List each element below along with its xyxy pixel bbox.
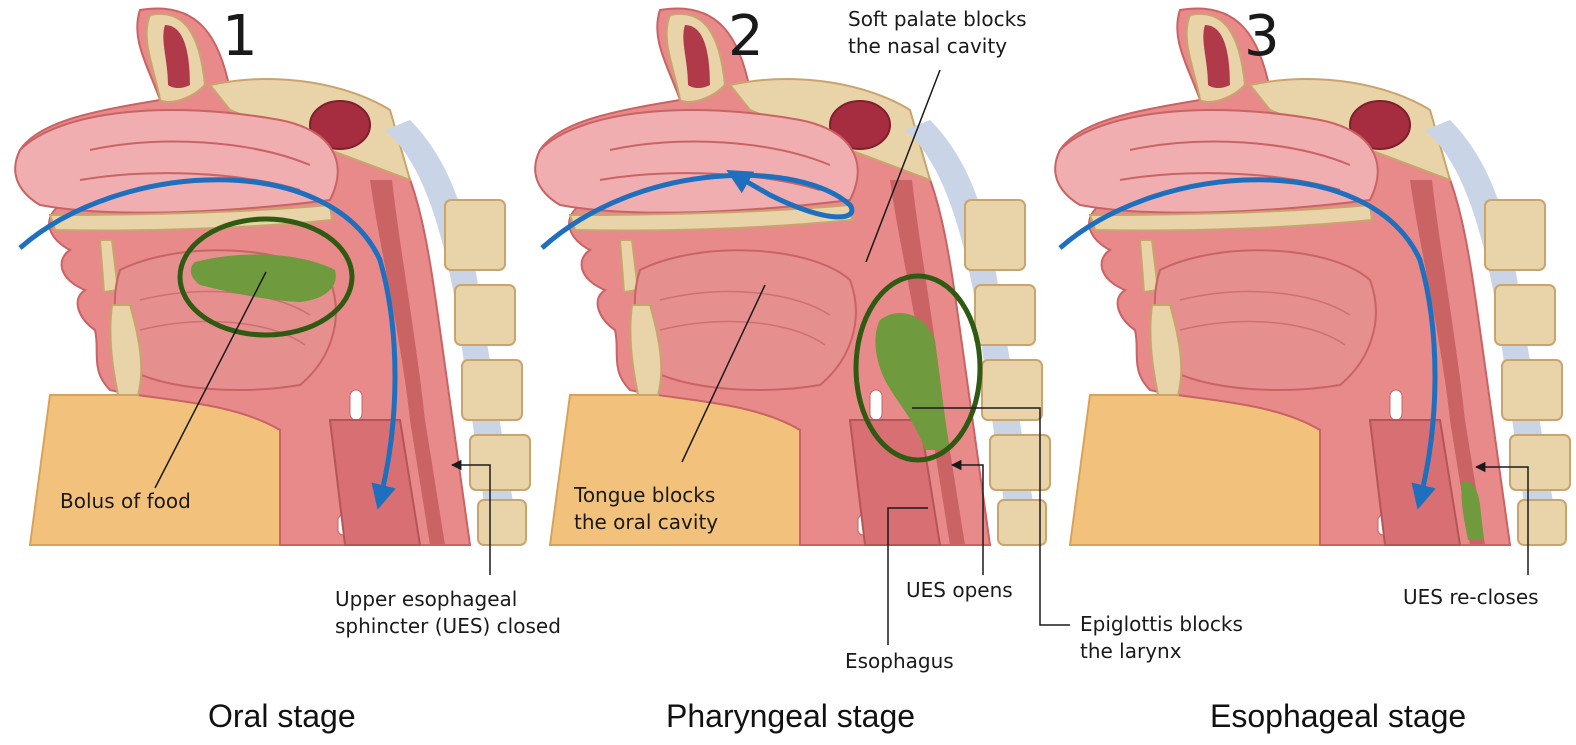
label-bolus-of-food: Bolus of food — [60, 488, 191, 515]
caption-esophageal-stage: Esophageal stage — [1210, 698, 1466, 735]
stage-number-3: 3 — [1244, 4, 1280, 69]
head-cross-section — [1055, 8, 1570, 545]
label-soft-palate: Soft palate blocks the nasal cavity — [848, 6, 1027, 60]
label-ues-closed: Upper esophageal sphincter (UES) closed — [335, 586, 561, 640]
panel-3 — [1055, 8, 1570, 575]
stage-number-1: 1 — [222, 4, 258, 69]
panel-2 — [535, 8, 1070, 645]
label-ues-opens: UES opens — [906, 577, 1013, 604]
label-ues-recloses: UES re-closes — [1403, 584, 1539, 611]
label-epiglottis: Epiglottis blocks the larynx — [1080, 611, 1243, 665]
caption-oral-stage: Oral stage — [208, 698, 356, 735]
caption-pharyngeal-stage: Pharyngeal stage — [666, 698, 915, 735]
label-esophagus: Esophagus — [845, 648, 954, 675]
label-tongue-blocks: Tongue blocks the oral cavity — [574, 482, 718, 536]
stage-number-2: 2 — [728, 4, 764, 69]
